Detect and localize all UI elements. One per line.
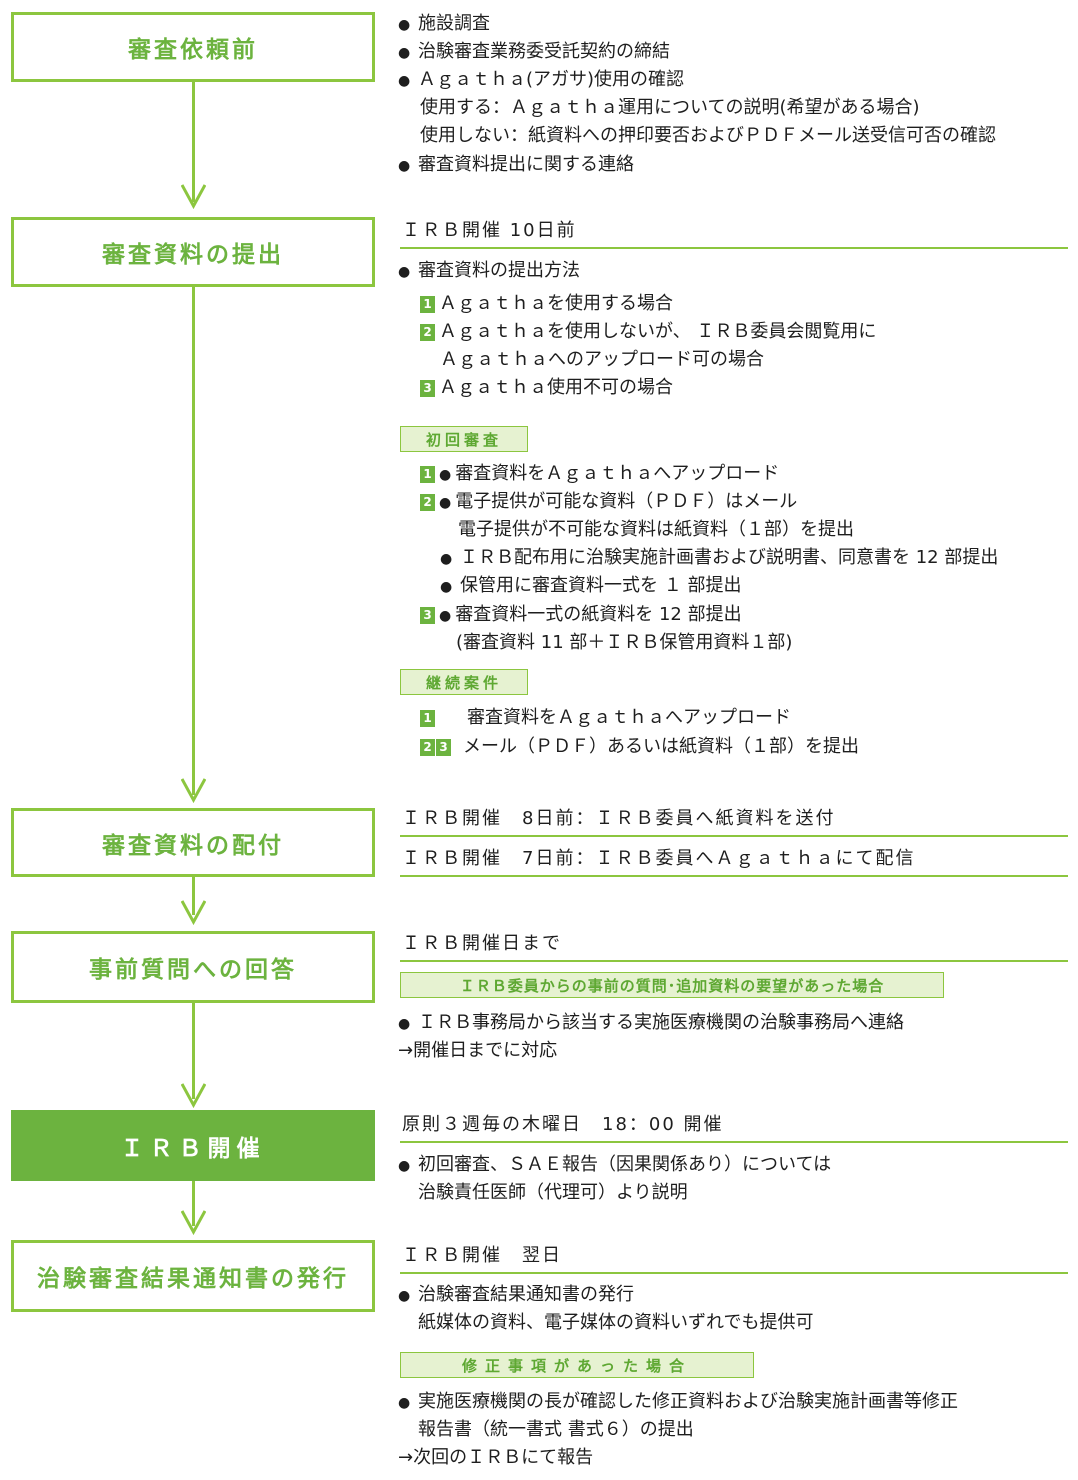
s4-item: ＩＲＢ事務局から該当する実施医療機関の治験事務局へ連絡 <box>398 1009 904 1038</box>
step-review-request: 審査依頼前 <box>11 12 375 82</box>
step-submit-materials: 審査資料の提出 <box>11 217 375 287</box>
s1-item: 治験審査業務委受託契約の締結 <box>398 38 670 67</box>
initial-text: 審査資料一式の紙資料を 12 部提出 <box>455 604 742 625</box>
number-badge: 3 <box>420 380 435 397</box>
arrow-down-icon <box>181 184 206 209</box>
initial-subitem: ＩＲＢ配布用に治験実施計画書および説明書、同意書を 12 部提出 <box>440 544 998 573</box>
step-issue-notice: 治験審査結果通知書の発行 <box>11 1240 375 1312</box>
bullet-icon: ● <box>439 467 452 483</box>
connector-line <box>192 877 195 915</box>
number-badge: 3 <box>420 607 435 624</box>
s2-item: 審査資料の提出方法 <box>398 257 580 286</box>
s3-line: ＩＲＢ開催 7日前：ＩＲＢ委員へＡｇａｔｈａにて配信 <box>402 848 916 869</box>
number-badge: 3 <box>436 739 451 756</box>
s5-header: 原則３週毎の木曜日 18：00 開催 <box>402 1114 724 1135</box>
step-answer-questions: 事前質問への回答 <box>11 931 375 1003</box>
arrow-down-icon <box>181 778 206 803</box>
initial-item: 3●審査資料一式の紙資料を 12 部提出 <box>420 601 742 630</box>
s1-item: 審査資料提出に関する連絡 <box>398 151 634 180</box>
s1-item: Ａｇａｔｈａ(アガサ)使用の確認 <box>398 66 684 95</box>
tag-continuing: 継続案件 <box>400 669 528 695</box>
s2-method-cont: Ａｇａｔｈａへのアップロード可の場合 <box>440 349 764 370</box>
number-badge: 2 <box>420 739 435 756</box>
step-irb-meeting: ＩＲＢ開催 <box>11 1110 375 1181</box>
divider <box>400 1141 1068 1143</box>
s1-item: 施設調査 <box>398 10 490 39</box>
s6-header: ＩＲＢ開催 翌日 <box>402 1245 562 1266</box>
continuing-item: 1 審査資料をＡｇａｔｈａへアップロード <box>420 704 791 731</box>
connector-line <box>192 82 195 202</box>
initial-item-cont: 電子提供が不可能な資料は紙資料（１部）を提出 <box>458 519 854 540</box>
tag-revision: 修正事項があった場合 <box>400 1352 754 1378</box>
s6-subitem: 紙媒体の資料、電子媒体の資料いずれでも提供可 <box>418 1312 814 1333</box>
s6-item: 治験審査結果通知書の発行 <box>398 1281 634 1310</box>
continuing-text: メール（ＰＤＦ）あるいは紙資料（１部）を提出 <box>463 736 859 757</box>
s4-note: →開催日までに対応 <box>398 1040 558 1061</box>
continuing-text: 審査資料をＡｇａｔｈａへアップロード <box>467 707 791 728</box>
arrow-down-icon <box>181 1083 206 1108</box>
s4-header: ＩＲＢ開催日まで <box>402 933 562 954</box>
connector-line <box>192 1181 195 1226</box>
initial-text: 審査資料をＡｇａｔｈａへアップロード <box>455 463 780 484</box>
bullet-icon: ● <box>439 608 452 624</box>
divider <box>400 835 1068 837</box>
arrow-down-icon <box>181 1210 206 1235</box>
s2-header: ＩＲＢ開催 10日前 <box>402 220 577 241</box>
s6-note: →次回のＩＲＢにて報告 <box>398 1447 594 1468</box>
number-badge: 1 <box>420 710 435 727</box>
s5-item: 初回審査、ＳＡＥ報告（因果関係あり）については <box>398 1151 831 1180</box>
divider <box>400 247 1068 249</box>
initial-subitem: 保管用に審査資料一式を １ 部提出 <box>440 572 741 601</box>
tag-initial-review: 初回審査 <box>400 426 528 452</box>
divider <box>400 1272 1068 1274</box>
connector-line <box>192 1003 195 1099</box>
number-badge: 1 <box>420 296 435 313</box>
tag-pre-question: ＩＲＢ委員からの事前の質問･追加資料の要望があった場合 <box>400 972 944 998</box>
divider <box>400 875 1068 877</box>
divider <box>400 960 1068 962</box>
s6-item: 実施医療機関の長が確認した修正資料および治験実施計画書等修正 <box>398 1388 958 1417</box>
number-badge: 1 <box>420 466 435 483</box>
s1-subitem: 使用する：Ａｇａｔｈａ運用についての説明(希望がある場合) <box>420 97 920 118</box>
method-text: Ａｇａｔｈａ使用不可の場合 <box>439 377 673 398</box>
initial-item: 2●電子提供が可能な資料（ＰＤＦ）はメール <box>420 488 797 517</box>
s1-subitem: 使用しない：紙資料への押印要否およびＰＤＦメール送受信可否の確認 <box>420 125 996 146</box>
initial-item-cont: (審査資料 11 部＋ＩＲＢ保管用資料１部) <box>456 632 793 653</box>
method-text: Ａｇａｔｈａを使用しないが、 ＩＲＢ委員会閲覧用に <box>439 321 877 342</box>
s5-subitem: 治験責任医師（代理可）より説明 <box>418 1182 688 1203</box>
number-badge: 2 <box>420 324 435 341</box>
s3-line: ＩＲＢ開催 8日前：ＩＲＢ委員へ紙資料を送付 <box>402 808 836 829</box>
initial-item: 1●審査資料をＡｇａｔｈａへアップロード <box>420 460 779 489</box>
method-text: Ａｇａｔｈａを使用する場合 <box>439 293 673 314</box>
s6-subitem: 報告書（統一書式 書式６）の提出 <box>418 1419 694 1440</box>
number-badge: 2 <box>420 494 435 511</box>
arrow-down-icon <box>181 900 206 925</box>
step-distribute-materials: 審査資料の配付 <box>11 808 375 877</box>
bullet-icon: ● <box>439 495 452 511</box>
connector-line <box>192 287 195 795</box>
initial-text: 電子提供が可能な資料（ＰＤＦ）はメール <box>455 491 798 512</box>
